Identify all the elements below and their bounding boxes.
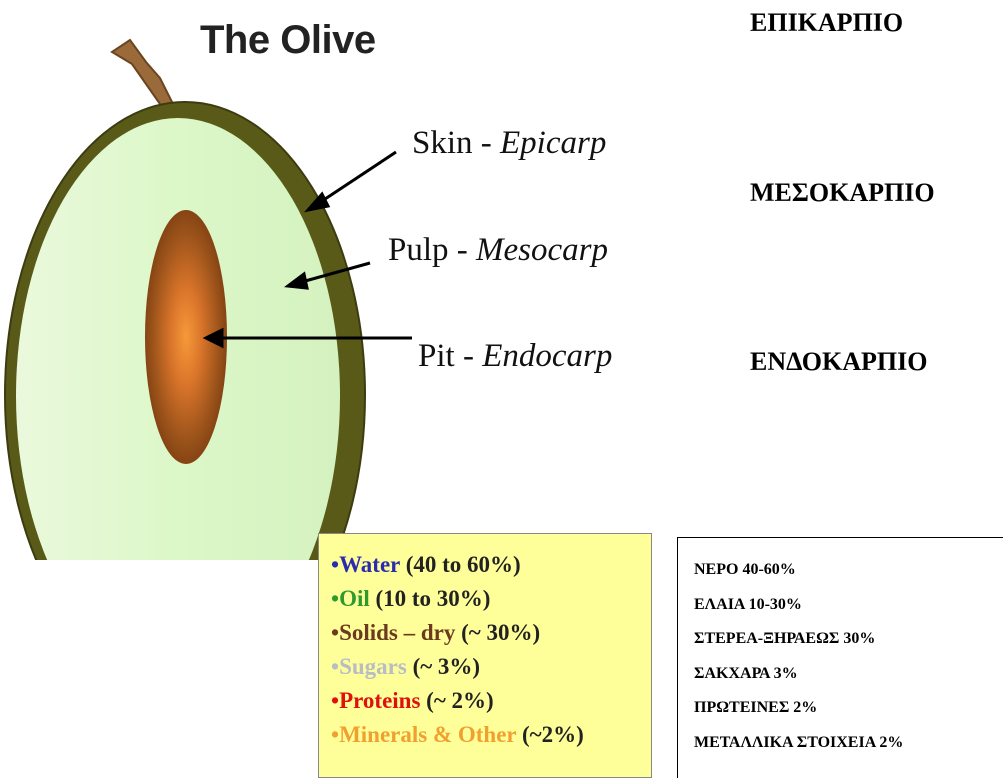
composition-name: •Proteins (331, 688, 420, 713)
greek-composition-item: ΣΑΚΧΑΡΑ 3% (694, 657, 1003, 692)
skin-label: Skin - Epicarp (412, 125, 606, 162)
composition-value: (10 to 30%) (370, 586, 491, 611)
composition-value: (40 to 60%) (400, 552, 521, 577)
composition-box: •Water (40 to 60%) •Oil (10 to 30%) •Sol… (318, 533, 652, 778)
pulp-label: Pulp - Mesocarp (388, 232, 608, 269)
skin-arrow (316, 152, 396, 205)
composition-item: •Minerals & Other (~2%) (331, 718, 651, 752)
composition-item: •Solids – dry (~ 30%) (331, 616, 651, 650)
composition-name: •Water (331, 552, 400, 577)
composition-value: (~ 2%) (420, 688, 493, 713)
diagram-title: The Olive (200, 18, 376, 63)
composition-value: (~ 30%) (455, 620, 540, 645)
greek-mesocarp-label: ΜΕΣΟΚΑΡΠΙΟ (750, 178, 935, 208)
composition-item: •Sugars (~ 3%) (331, 650, 651, 684)
composition-item: •Water (40 to 60%) (331, 548, 651, 582)
olive-diagram (0, 0, 660, 560)
greek-endocarp-label: ΕΝΔΟΚΑΡΠΙΟ (750, 347, 927, 377)
composition-value: (~2%) (516, 722, 584, 747)
composition-name: •Minerals & Other (331, 722, 516, 747)
greek-composition-item: ΣΤΕΡΕΑ-ΞΗΡΑΕΩΣ 30% (694, 622, 1003, 657)
composition-item: •Proteins (~ 2%) (331, 684, 651, 718)
composition-name: •Oil (331, 586, 370, 611)
composition-value: (~ 3%) (407, 654, 480, 679)
greek-composition-box: ΝΕΡΟ 40-60% ΕΛΑΙΑ 10-30% ΣΤΕΡΕΑ-ΞΗΡΑΕΩΣ … (677, 537, 1003, 778)
greek-composition-item: ΕΛΑΙΑ 10-30% (694, 588, 1003, 623)
composition-name: •Solids – dry (331, 620, 455, 645)
greek-composition-item: ΝΕΡΟ 40-60% (694, 553, 1003, 588)
composition-item: •Oil (10 to 30%) (331, 582, 651, 616)
greek-epicarp-label: ΕΠΙΚΑΡΠΙΟ (750, 8, 903, 38)
pit-label: Pit - Endocarp (418, 338, 612, 375)
greek-composition-item: ΠΡΩΤΕΙΝΕΣ 2% (694, 691, 1003, 726)
greek-composition-item: ΜΕΤΑΛΛΙΚΑ ΣΤΟΙΧΕΙΑ 2% (694, 726, 1003, 761)
composition-name: •Sugars (331, 654, 407, 679)
